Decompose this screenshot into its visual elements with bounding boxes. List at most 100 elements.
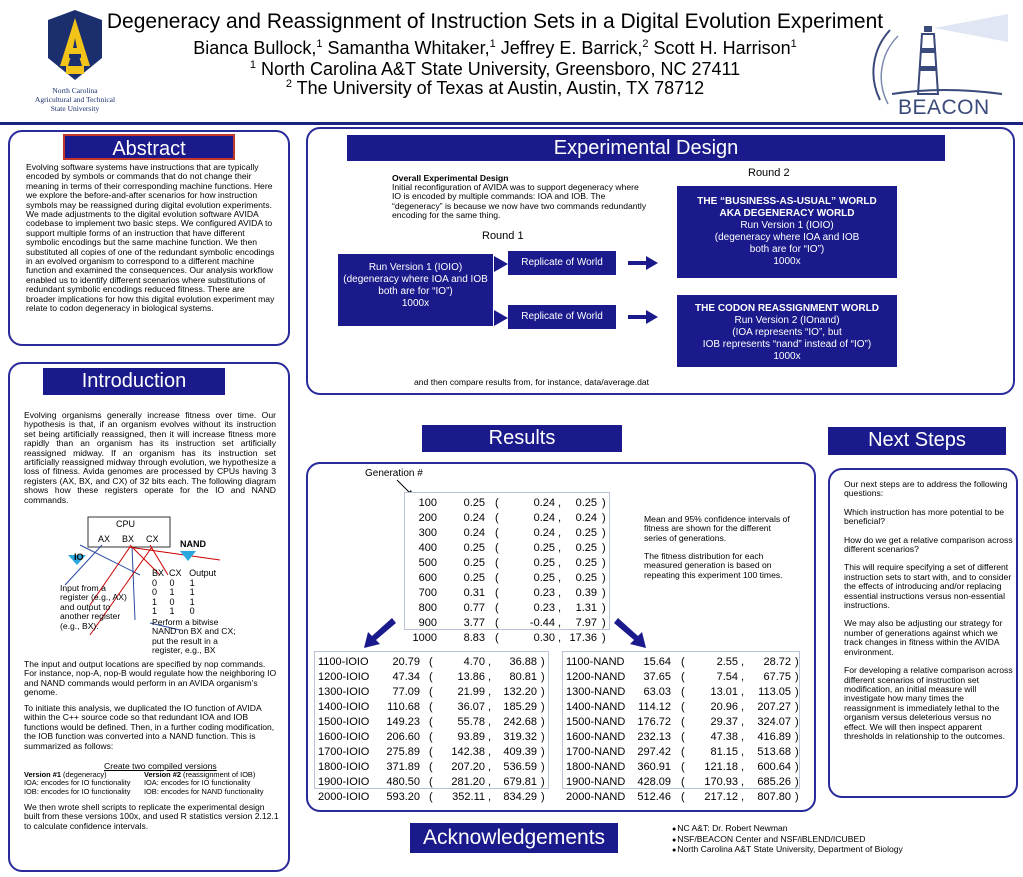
ncat-logo-text: North Carolina Agricultural and Technica… <box>34 86 116 113</box>
table-cell: 512.46 <box>637 791 671 803</box>
table-cell: ( <box>681 671 685 683</box>
table-cell: 20.96 <box>710 701 738 713</box>
table-cell: ( <box>495 632 499 644</box>
table-cell: 114.12 <box>638 701 671 713</box>
table-cell: 217.12 <box>704 791 738 803</box>
table-cell: ( <box>495 542 499 554</box>
table-cell: ) <box>541 776 545 788</box>
nand-description: Perform a bitwise NAND on BX and CX; put… <box>152 617 236 656</box>
introduction-title: Introduction <box>43 368 225 395</box>
table-cell: 80.81 <box>509 671 537 683</box>
table-cell: ) <box>795 701 799 713</box>
table-cell: , <box>488 791 492 803</box>
poster-title: Degeneracy and Reassignment of Instructi… <box>106 10 884 33</box>
table-cell: ( <box>429 761 433 773</box>
table-cell: 63.03 <box>643 686 671 698</box>
design-footer: and then compare results from, for insta… <box>414 377 650 387</box>
table-cell: 324.07 <box>757 716 791 728</box>
table-cell: ) <box>795 671 799 683</box>
table-cell: ( <box>495 602 499 614</box>
table-cell: 1300-IOIO <box>318 686 370 698</box>
arrow-down-right-icon <box>614 618 646 648</box>
table-cell: ( <box>429 701 433 713</box>
table-cell: ( <box>681 716 685 728</box>
io-arrow-icon <box>68 555 86 565</box>
table-cell: , <box>488 716 492 728</box>
affiliation-1: 1 North Carolina A&T State University, G… <box>249 59 741 79</box>
overall-design-title: Overall Experimental Design <box>392 173 509 183</box>
table-cell: ) <box>541 671 545 683</box>
introduction-panel <box>8 362 290 872</box>
table-cell: 1400-NAND <box>566 701 626 713</box>
table-cell: 297.42 <box>637 746 671 758</box>
table-cell: 0.25 <box>533 557 555 569</box>
table-cell: , <box>488 656 492 668</box>
table-cell: ) <box>541 791 545 803</box>
table-cell: 428.09 <box>637 776 671 788</box>
table-cell: 0.31 <box>463 587 485 599</box>
table-cell: ) <box>795 731 799 743</box>
results-title: Results <box>422 425 622 452</box>
arrow-right-icon <box>628 310 658 324</box>
table-cell: 93.89 <box>457 731 485 743</box>
table-cell: ( <box>429 656 433 668</box>
table-cell: 1300-NAND <box>566 686 626 698</box>
table-cell: ) <box>541 761 545 773</box>
table-cell: 1100-IOIO <box>318 656 369 668</box>
table-cell: 36.07 <box>457 701 485 713</box>
cx-register: CX <box>146 534 159 544</box>
experimental-design-title: Experimental Design <box>347 135 945 161</box>
table-cell: 1100-NAND <box>566 656 625 668</box>
cpu-label: CPU <box>116 519 136 529</box>
table-cell: , <box>558 602 562 614</box>
table-cell: 900 <box>418 617 437 629</box>
table-cell: 0.25 <box>463 497 485 509</box>
table-cell: 8.83 <box>463 632 485 644</box>
table-cell: 36.88 <box>509 656 537 668</box>
table-cell: 1000 <box>412 632 437 644</box>
ax-register: AX <box>98 534 111 544</box>
table-cell: , <box>741 716 745 728</box>
table-cell: 47.38 <box>710 731 738 743</box>
table-cell: 0.25 <box>463 572 485 584</box>
table-cell: ( <box>681 761 685 773</box>
table-cell: ( <box>681 776 685 788</box>
arrow-right-icon <box>494 310 508 326</box>
lighthouse-icon <box>872 14 1008 105</box>
table-cell: ) <box>795 656 799 668</box>
affiliation-2: 2 The University of Texas at Austin, Aus… <box>285 78 705 98</box>
table-cell: 7.97 <box>575 617 597 629</box>
table-cell: 0.25 <box>463 542 485 554</box>
table-cell: ) <box>602 527 606 539</box>
run-version-1-box: Run Version 1 (IOIO) (degeneracy where I… <box>338 254 493 326</box>
table-cell: 275.89 <box>386 746 420 758</box>
aggie-shield-icon <box>48 10 102 80</box>
table-cell: ) <box>541 746 545 758</box>
table-cell: ) <box>602 512 606 524</box>
versions-title: Create two compiled versions <box>104 761 217 771</box>
table-cell: ( <box>495 527 499 539</box>
introduction-para-1: Evolving organisms generally increase fi… <box>24 410 276 505</box>
table-cell: ( <box>495 617 499 629</box>
table-cell: 600 <box>418 572 437 584</box>
io-description: Input from a register (e.g., AX) and out… <box>60 583 127 631</box>
table-cell: ( <box>429 776 433 788</box>
results-note-1: Mean and 95% confidence intervals of fit… <box>644 514 790 543</box>
table-cell: , <box>558 527 562 539</box>
table-cell: ( <box>681 731 685 743</box>
table-cell: 3.77 <box>463 617 485 629</box>
table-cell: 207.27 <box>757 701 791 713</box>
list-item: North Carolina A&T State University, Dep… <box>672 845 903 856</box>
table-cell: 1600-IOIO <box>318 731 370 743</box>
